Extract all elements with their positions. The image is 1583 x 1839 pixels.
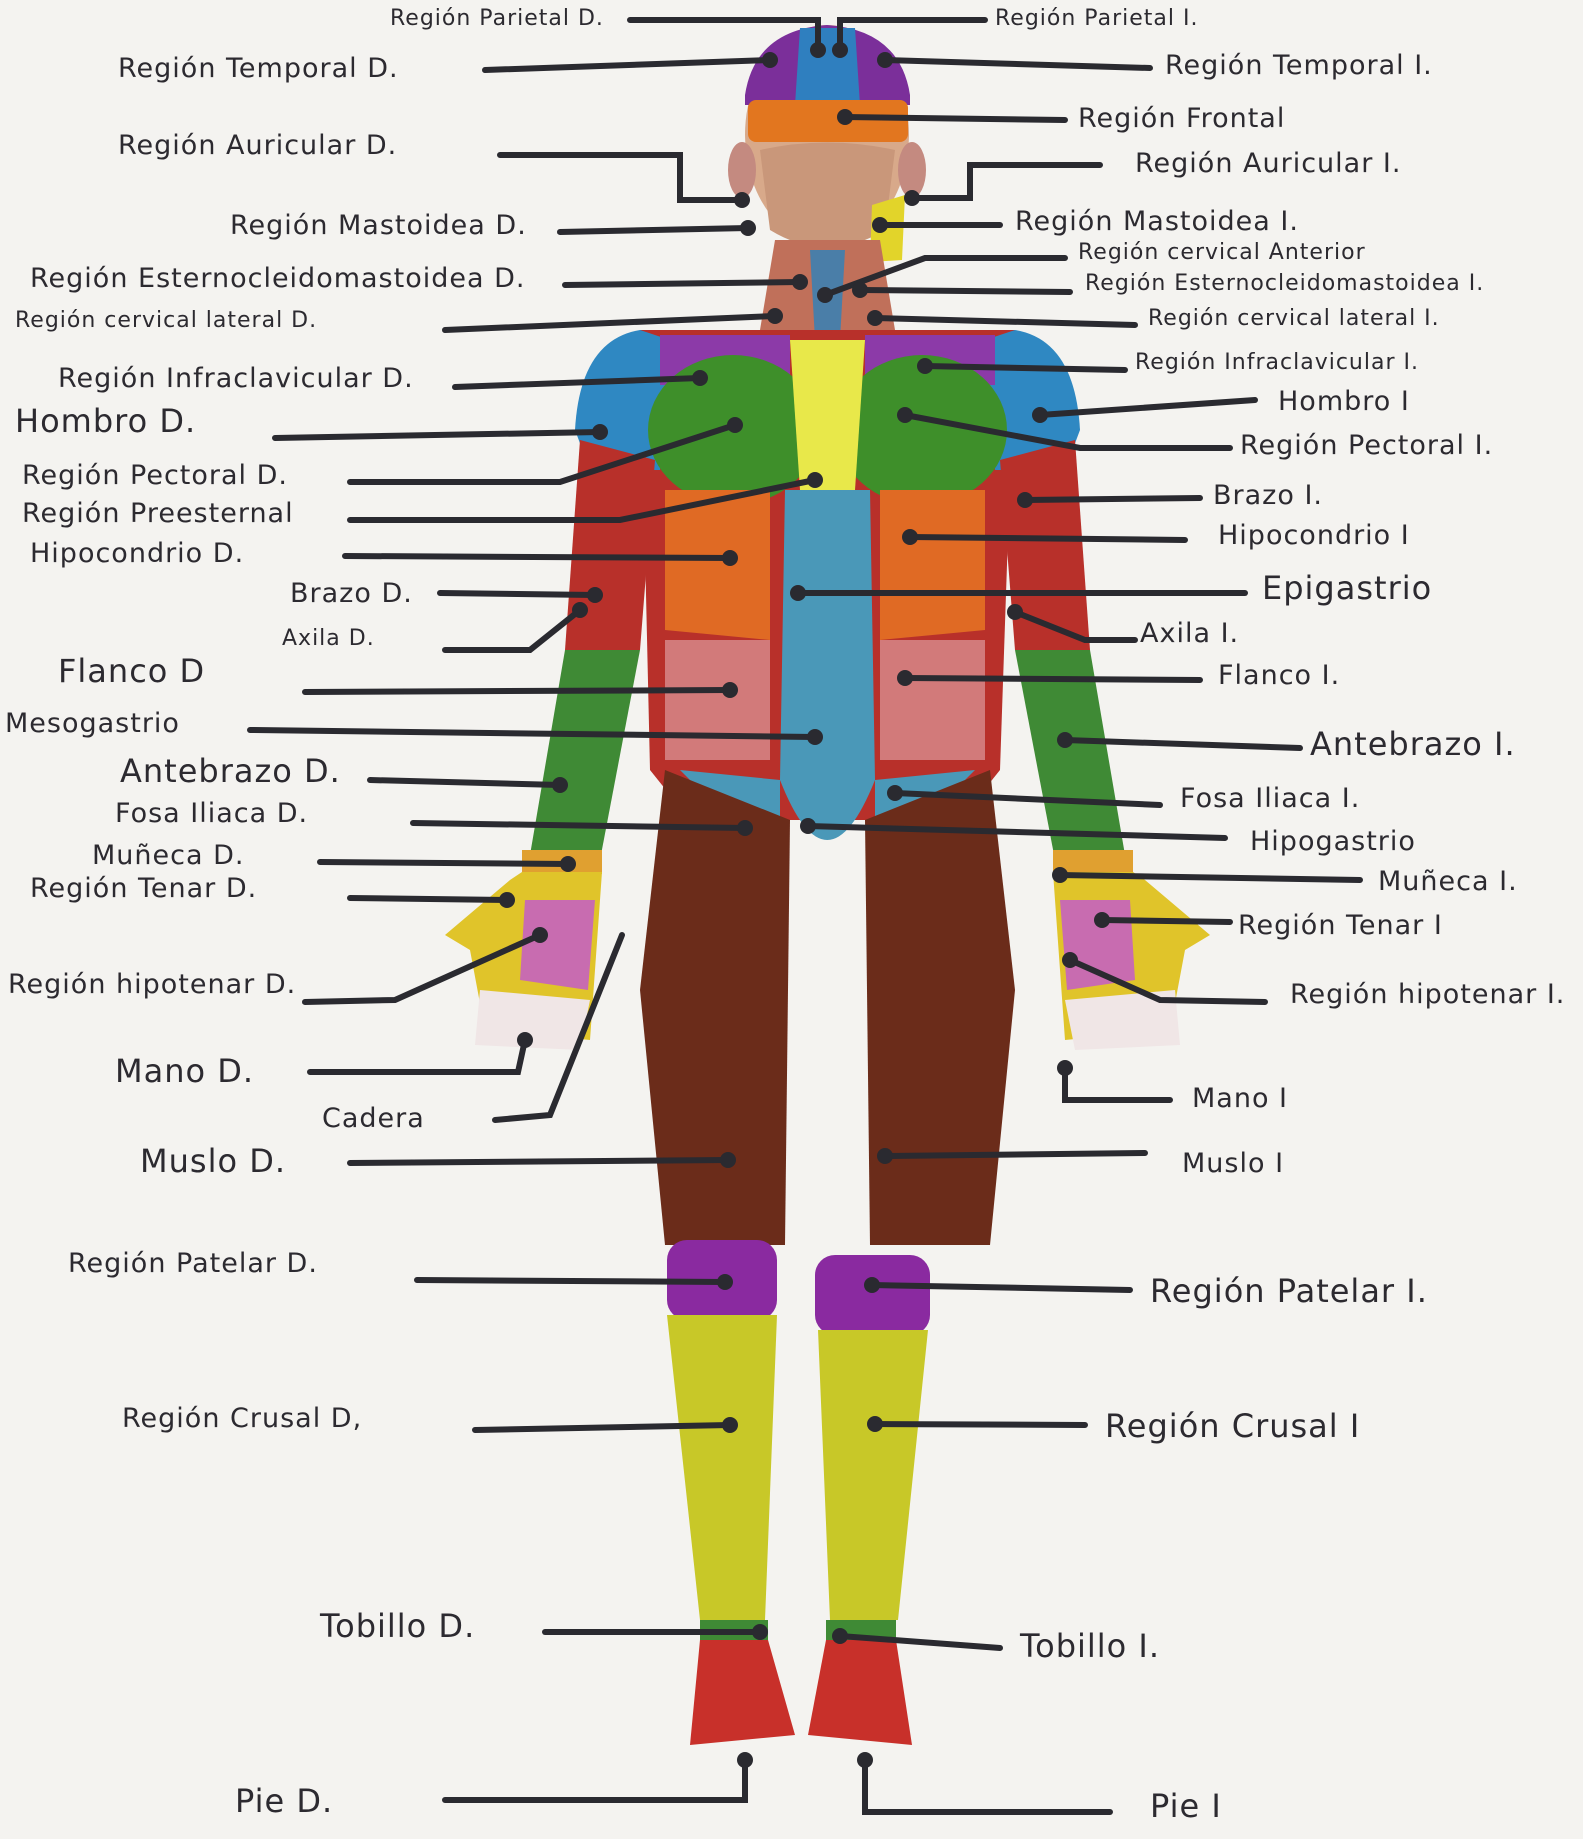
label-auricular-d: Región Auricular D. — [118, 132, 397, 159]
label-cervical-lateral-d: Región cervical lateral D. — [15, 310, 317, 332]
label-hombro-i: Hombro I — [1278, 388, 1410, 415]
label-cervical-anterior: Región cervical Anterior — [1078, 242, 1366, 264]
label-muneca-i: Muñeca I. — [1378, 868, 1518, 895]
label-frontal: Región Frontal — [1078, 105, 1285, 132]
label-muneca-d: Muñeca D. — [92, 842, 244, 869]
label-infraclavicular-d: Región Infraclavicular D. — [58, 365, 414, 392]
label-mano-i: Mano I — [1192, 1085, 1288, 1112]
label-mesogastrio: Mesogastrio — [5, 710, 180, 737]
label-antebrazo-d: Antebrazo D. — [120, 755, 341, 787]
label-epigastrio: Epigastrio — [1262, 572, 1432, 604]
label-pectoral-i: Región Pectoral I. — [1240, 432, 1493, 459]
label-crusal-i: Región Crusal I — [1105, 1410, 1360, 1442]
label-flanco-i: Flanco I. — [1218, 662, 1340, 689]
label-axila-i: Axila I. — [1140, 620, 1239, 647]
label-temporal-d: Región Temporal D. — [118, 55, 399, 82]
label-pie-i: Pie I — [1150, 1790, 1222, 1822]
label-hipotenar-d: Región hipotenar D. — [8, 970, 298, 1000]
label-infraclavicular-i: Región Infraclavicular I. — [1135, 352, 1419, 374]
label-mano-d: Mano D. — [115, 1055, 254, 1087]
label-brazo-i: Brazo I. — [1213, 482, 1323, 509]
label-cadera: Cadera — [322, 1105, 425, 1132]
label-tenar-i: Región Tenar I — [1238, 912, 1443, 939]
label-mastoidea-i: Región Mastoidea I. — [1015, 208, 1299, 235]
label-parietal-i: Región Parietal I. — [995, 8, 1198, 30]
label-axila-d: Axila D. — [282, 628, 375, 650]
label-auricular-i: Región Auricular I. — [1135, 150, 1401, 177]
label-esterno-i: Región Esternocleidomastoidea I. — [1085, 273, 1484, 295]
label-patelar-i: Región Patelar I. — [1150, 1275, 1428, 1307]
label-pie-d: Pie D. — [235, 1785, 333, 1817]
label-cervical-lateral-i: Región cervical lateral I. — [1148, 308, 1440, 330]
label-muslo-i: Muslo I — [1182, 1150, 1284, 1177]
label-temporal-i: Región Temporal I. — [1165, 52, 1433, 79]
label-hipocondrio-d: Hipocondrio D. — [30, 540, 244, 567]
label-brazo-d: Brazo D. — [290, 580, 413, 607]
label-tobillo-i: Tobillo I. — [1020, 1630, 1160, 1662]
label-mastoidea-d: Región Mastoidea D. — [230, 212, 527, 239]
label-hombro-d: Hombro D. — [15, 405, 196, 437]
label-flanco-d: Flanco D — [58, 655, 205, 687]
label-hipotenar-i: Región hipotenar I. — [1290, 980, 1575, 1010]
label-preesternal: Región Preesternal — [22, 500, 294, 527]
label-hipocondrio-i: Hipocondrio I — [1218, 522, 1410, 549]
label-tenar-d: Región Tenar D. — [30, 875, 257, 902]
label-fosa-iliaca-i: Fosa Iliaca I. — [1180, 785, 1360, 812]
label-tobillo-d: Tobillo D. — [320, 1610, 475, 1642]
label-crusal-d: Región Crusal D, — [122, 1405, 362, 1432]
label-patelar-d: Región Patelar D. — [68, 1250, 318, 1277]
label-parietal-d: Región Parietal D. — [390, 8, 604, 30]
label-fosa-iliaca-d: Fosa Iliaca D. — [115, 800, 308, 827]
label-muslo-d: Muslo D. — [140, 1145, 286, 1177]
label-antebrazo-i: Antebrazo I. — [1310, 728, 1516, 760]
label-hipogastrio: Hipogastrio — [1250, 828, 1416, 855]
label-esterno-d: Región Esternocleidomastoidea D. — [30, 265, 525, 292]
label-pectoral-d: Región Pectoral D. — [22, 462, 288, 489]
